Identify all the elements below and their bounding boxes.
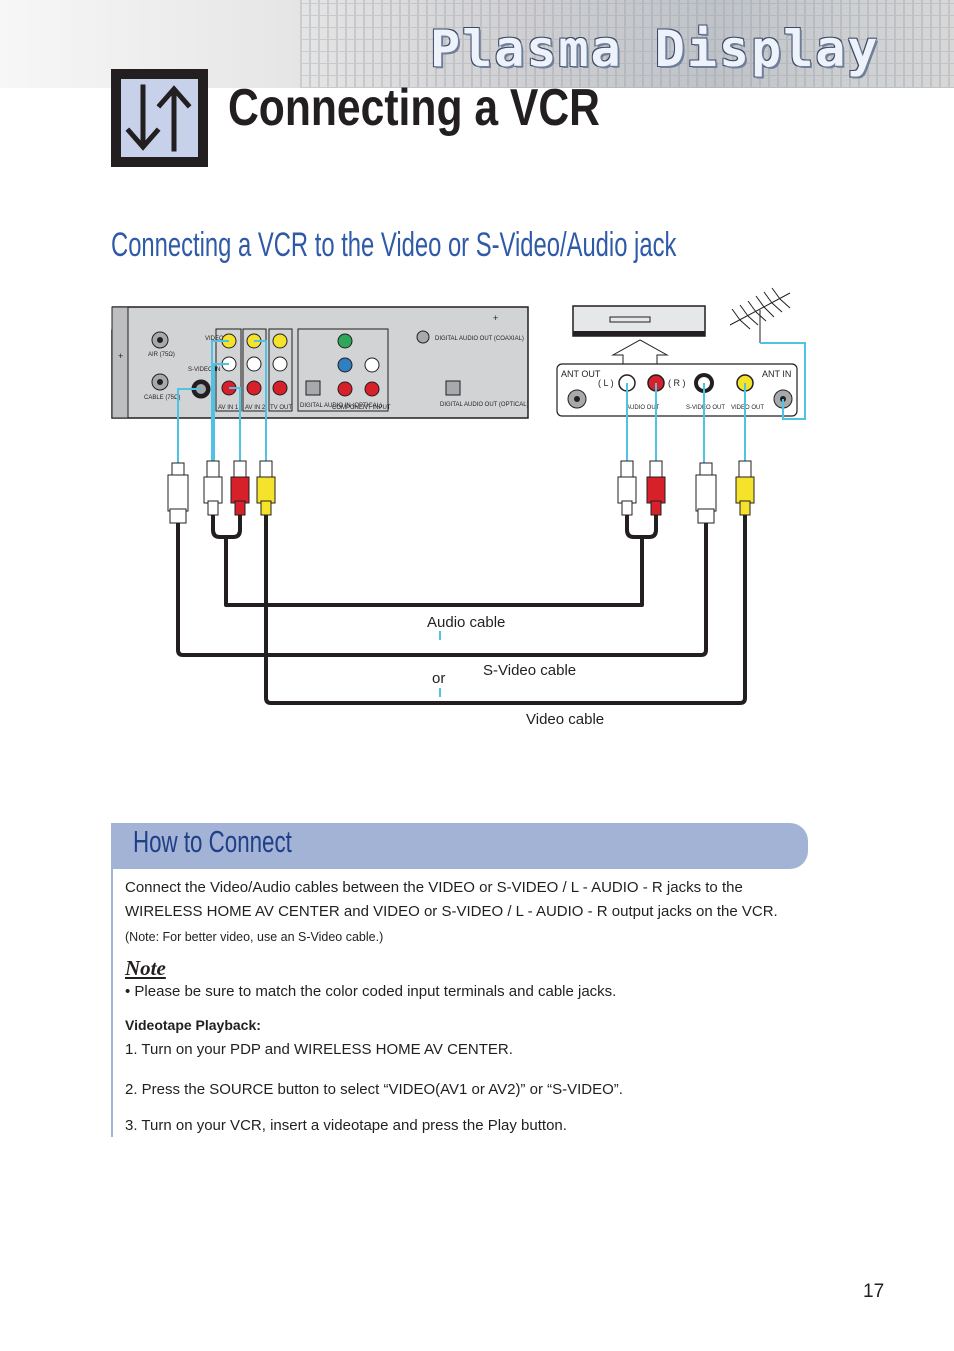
or-label: or — [432, 670, 445, 687]
av-center-back-panel: + + AIR (75Ω) CABLE (75Ω) VIDEO S-VIDEO … — [111, 306, 529, 419]
svg-text:AV IN 1: AV IN 1 — [218, 405, 239, 411]
svg-text:CABLE (75Ω): CABLE (75Ω) — [144, 395, 181, 401]
svg-text:DIGITAL AUDIO OUT (OPTICAL): DIGITAL AUDIO OUT (OPTICAL) — [440, 402, 529, 408]
section-subtitle: Connecting a VCR to the Video or S-Video… — [111, 226, 677, 264]
up-down-arrows-icon — [111, 69, 208, 167]
svg-text:+: + — [493, 313, 498, 323]
playback-heading: Videotape Playback: — [125, 1017, 261, 1033]
svg-text:COMPONENT INPUT: COMPONENT INPUT — [332, 405, 391, 411]
svg-text:VIDEO: VIDEO — [205, 336, 224, 342]
page-title: Connecting a VCR — [228, 79, 600, 137]
cables — [176, 515, 747, 705]
svg-text:AV IN 2: AV IN 2 — [245, 405, 266, 411]
svg-text:( R ): ( R ) — [668, 378, 686, 388]
svg-text:S-VIDEO OUT: S-VIDEO OUT — [686, 405, 725, 411]
banner-title: Plasma Display — [430, 20, 880, 78]
vcr-back-panel: ANT OUT ANT IN ( L ) ( R ) AUDIO OUT S-V… — [556, 363, 798, 417]
svg-text:DIGITAL AUDIO IN (OPTICAL): DIGITAL AUDIO IN (OPTICAL) — [300, 403, 382, 409]
audio-cable-label: Audio cable — [427, 614, 505, 631]
connection-diagram: + + AIR (75Ω) CABLE (75Ω) VIDEO S-VIDEO … — [111, 287, 806, 728]
vcr-unit — [572, 305, 706, 366]
svg-text:TV OUT: TV OUT — [270, 405, 292, 411]
playback-step-2: 2. Press the SOURCE button to select “VI… — [125, 1081, 623, 1098]
banner-circuit-pattern — [300, 0, 954, 88]
antenna-icon — [729, 287, 791, 343]
how-to-connect-bar — [111, 823, 808, 869]
right-connectors — [617, 460, 755, 524]
svg-text:VIDEO OUT: VIDEO OUT — [731, 405, 764, 411]
svg-text:( L ): ( L ) — [598, 378, 614, 388]
how-to-connect-title: How to Connect — [133, 824, 292, 859]
svg-text:+: + — [118, 351, 123, 361]
svg-text:S-VIDEO IN: S-VIDEO IN — [188, 367, 220, 373]
video-cable-label: Video cable — [526, 711, 604, 728]
page-number: 17 — [863, 1281, 885, 1302]
svg-text:AIR (75Ω): AIR (75Ω) — [148, 352, 175, 358]
section-side-rule — [111, 869, 113, 1137]
svideo-cable-label: S-Video cable — [483, 662, 576, 679]
note-label: Note — [125, 956, 166, 980]
playback-step-3: 3. Turn on your VCR, insert a videotape … — [125, 1117, 567, 1134]
playback-step-1: 1. Turn on your PDP and WIRELESS HOME AV… — [125, 1041, 513, 1058]
note-bullet: • Please be sure to match the color code… — [125, 983, 617, 1000]
instruction-note: (Note: For better video, use an S-Video … — [125, 930, 384, 944]
connection-wires — [177, 340, 806, 465]
instruction-line-2: WIRELESS HOME AV CENTER and VIDEO or S-V… — [125, 903, 778, 920]
instruction-line-1: Connect the Video/Audio cables between t… — [125, 879, 743, 896]
svg-text:ANT OUT: ANT OUT — [561, 369, 601, 379]
svg-text:ANT IN: ANT IN — [762, 369, 791, 379]
svg-text:DIGITAL AUDIO OUT (COAXIAL): DIGITAL AUDIO OUT (COAXIAL) — [435, 336, 524, 342]
svg-text:AUDIO OUT: AUDIO OUT — [626, 405, 660, 411]
left-connectors — [167, 460, 276, 524]
